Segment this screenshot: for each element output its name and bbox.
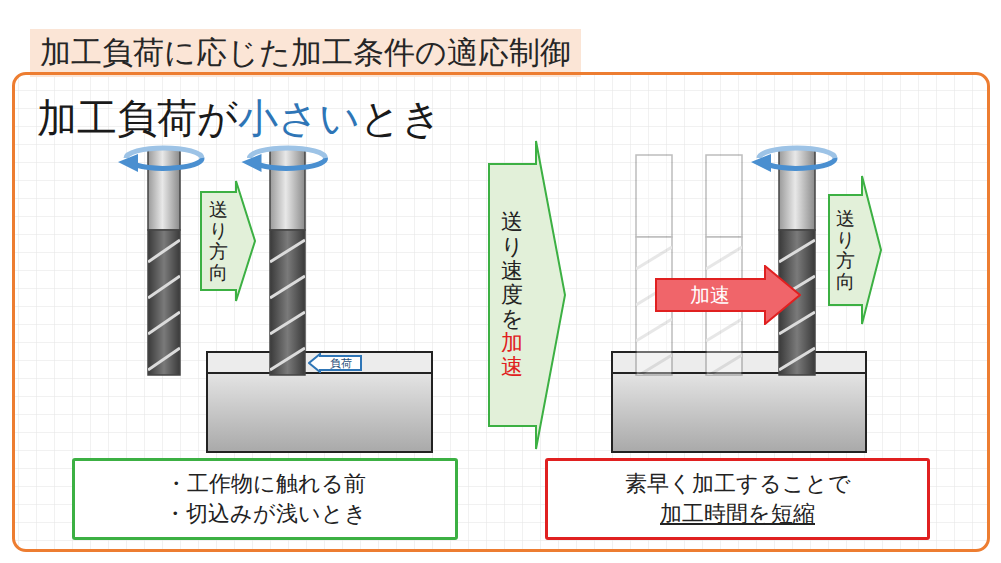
heading-part: 小さい (238, 95, 360, 141)
arrow-text-area: 送り速度を加速 (488, 164, 536, 426)
tool-shank (779, 148, 815, 230)
flute-edge (636, 355, 672, 375)
arrow-outline (201, 181, 255, 301)
flute-edge (148, 276, 180, 298)
grid-background (13, 73, 989, 551)
flute-edge (148, 312, 180, 334)
flute-edge (706, 319, 742, 341)
workpiece-body (207, 373, 432, 452)
workpiece-body (612, 373, 866, 452)
end-mill (148, 148, 180, 406)
flute-edge (706, 355, 742, 375)
arrow-text: 加速 (501, 331, 523, 379)
arrow-outline (829, 176, 881, 324)
flute-edge (270, 240, 305, 262)
box-text: ・工作物に触れる前 (165, 469, 366, 499)
flute-edge (779, 312, 815, 334)
rotation-arrow-head (751, 154, 771, 172)
arrow-text: 加速 (690, 285, 730, 305)
arrow-text: 送り速度を (501, 210, 523, 331)
arrow-text: 送り方向 (836, 208, 855, 292)
tool-shank (270, 148, 305, 230)
flute-edge (148, 348, 180, 370)
load-arrow: 負荷 (308, 353, 362, 373)
feed-arrow: 送り方向 (200, 180, 256, 302)
speed-arrow: 送り速度を加速 (488, 140, 566, 450)
rotation-arrow (769, 158, 835, 168)
tool-shank (706, 155, 742, 237)
arrow-shape (488, 140, 566, 450)
flute-edge (779, 348, 815, 370)
accel-arrow: 加速 (655, 265, 801, 325)
arrow-text-area: 加速 (655, 279, 765, 311)
box-text: ・切込みが浅いとき (164, 499, 367, 529)
arrow-outline (309, 354, 361, 372)
flute-edge (779, 240, 815, 262)
workpiece-layer (207, 352, 432, 373)
feed-arrow: 送り方向 (828, 175, 882, 325)
arrow-text: 負荷 (330, 358, 352, 369)
arrow-shape (200, 180, 256, 302)
arrow-text-area: 送り方向 (200, 192, 236, 290)
heading-part: とき (360, 95, 442, 141)
scenario-frame: 加工負荷が小さいとき・工作物に触れる前・切込みが浅いとき素早く加工することで加工… (12, 72, 990, 552)
end-mill (779, 148, 815, 406)
arrow-text-area: 送り方向 (828, 195, 862, 305)
box-text: 素早く加工することで (625, 469, 851, 499)
arrow-outline (489, 141, 565, 449)
heading-part: 加工負荷が (37, 95, 238, 141)
flute-edge (270, 312, 305, 334)
flute-edge (636, 247, 672, 269)
flute-edge (636, 319, 672, 341)
flute-edge (148, 240, 180, 262)
rotation-arrow (260, 158, 326, 168)
tool-shank (636, 155, 672, 237)
heading: 加工負荷が小さいとき (37, 91, 442, 146)
arrow-text-area: 負荷 (320, 356, 362, 370)
tool-shank (148, 148, 180, 230)
rotation-arrow (136, 158, 202, 168)
flute-edge (706, 247, 742, 269)
arrow-outline (656, 266, 800, 324)
flute-edge (270, 276, 305, 298)
tool-flutes (270, 230, 305, 375)
end-mill (270, 148, 305, 406)
arrow-text: 送り方向 (209, 199, 228, 283)
result-box: 素早く加工することで加工時間を短縮 (545, 458, 930, 540)
box-text: 加工時間を短縮 (660, 499, 815, 529)
title-text: 加工負荷に応じた加工条件の適応制御 (30, 29, 581, 77)
condition-box: ・工作物に触れる前・切込みが浅いとき (72, 458, 458, 540)
tool-flutes (148, 230, 180, 375)
rotation-arrow-head (242, 154, 262, 172)
flute-edge (270, 348, 305, 370)
rotation-arrow-head (118, 154, 138, 172)
